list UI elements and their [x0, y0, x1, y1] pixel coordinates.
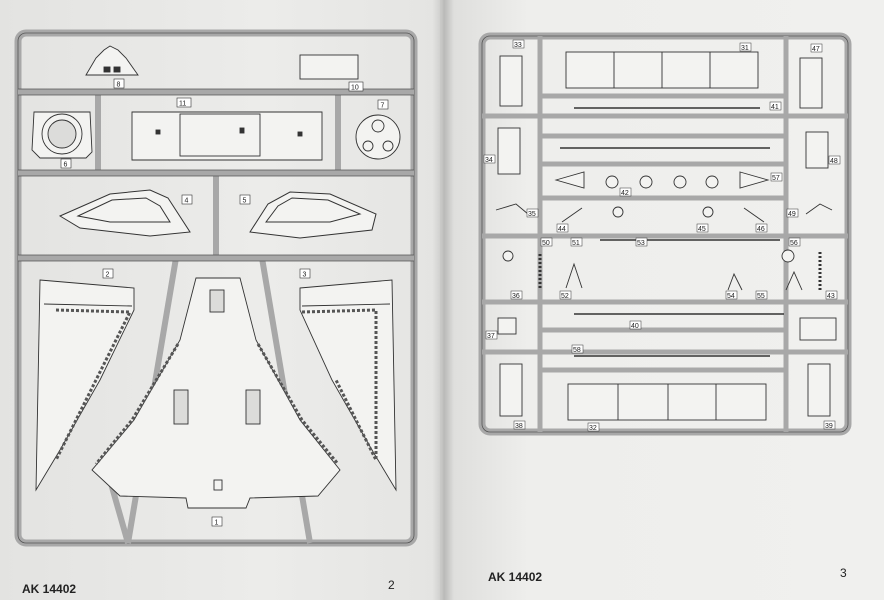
part-55	[785, 270, 803, 291]
part-48	[805, 131, 829, 169]
product-code-left: AK 14402	[22, 582, 77, 596]
part-52	[565, 262, 583, 289]
part-label: 56	[790, 240, 798, 247]
part-label: 38	[515, 423, 523, 430]
part-label: 42	[621, 190, 629, 197]
part-label: 8	[117, 82, 121, 89]
part-32	[567, 383, 767, 421]
part-6	[31, 111, 93, 159]
product-code-right: AK 14402	[488, 570, 543, 584]
part-label: 52	[561, 293, 569, 300]
part-label: 46	[757, 226, 765, 233]
part-49	[805, 203, 833, 215]
part-39	[807, 363, 831, 417]
part-label: 35	[528, 211, 536, 218]
part-label: 43	[827, 293, 835, 300]
part-label: 55	[757, 293, 765, 300]
part-10	[299, 54, 359, 80]
part-43	[739, 171, 770, 189]
part-label: 6	[64, 162, 68, 169]
part-8	[85, 45, 139, 76]
part-47	[799, 57, 823, 109]
part-57	[799, 317, 837, 341]
part-54	[727, 272, 743, 291]
part-label: 7	[381, 103, 385, 110]
part-37	[497, 317, 517, 335]
part-label: 40	[631, 323, 639, 330]
part-label: 45	[698, 226, 706, 233]
part-label: 37	[487, 333, 495, 340]
part-label: 33	[514, 42, 522, 49]
part-label: 1	[215, 520, 219, 527]
part-1	[91, 277, 341, 509]
part-label: 2	[106, 272, 110, 279]
part-label: 44	[558, 226, 566, 233]
part-label: 11	[179, 101, 186, 108]
page-fold-shadow	[432, 0, 454, 600]
part-label: 47	[812, 46, 820, 53]
part-5	[249, 191, 377, 239]
part-42	[502, 175, 795, 263]
page-number-right: 3	[840, 566, 847, 580]
part-2	[35, 279, 135, 492]
part-label: 39	[825, 423, 833, 430]
part-label: 5	[243, 198, 247, 205]
part-label: 36	[512, 293, 520, 300]
part-label: 4	[185, 198, 189, 205]
part-3	[299, 279, 397, 492]
part-31	[565, 51, 759, 89]
part-label: 50	[542, 240, 550, 247]
part-label: 32	[589, 425, 597, 432]
part-label: 48	[830, 158, 838, 165]
part-41-b	[554, 171, 585, 189]
part-label: 57	[772, 175, 780, 182]
part-11	[131, 111, 323, 161]
part-label: 3	[303, 272, 307, 279]
page-number-left: 2	[388, 578, 395, 592]
part-35	[495, 203, 529, 215]
part-label: 34	[485, 157, 493, 164]
part-4	[58, 189, 191, 237]
part-label: 10	[351, 85, 359, 92]
part-label: 41	[771, 104, 779, 111]
part-label: 53	[637, 240, 645, 247]
part-44	[561, 207, 583, 223]
part-label: 49	[788, 211, 796, 218]
part-34	[497, 127, 521, 175]
part-label: 51	[572, 240, 580, 247]
part-7	[355, 114, 401, 160]
part-46	[743, 207, 765, 223]
part-label: 54	[727, 293, 735, 300]
part-label: 31	[741, 45, 749, 52]
part-label: 58	[573, 347, 581, 354]
part-38	[499, 363, 523, 417]
part-33	[499, 55, 523, 107]
